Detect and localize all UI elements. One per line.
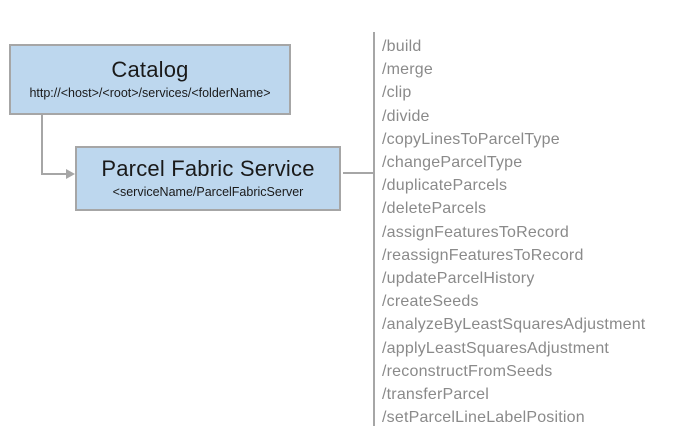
- endpoint-item: /divide: [382, 107, 430, 125]
- endpoint-item: /createSeeds: [382, 293, 479, 311]
- endpoint-list: /build/merge/clip/divide/copyLinesToParc…: [382, 35, 682, 429]
- endpoint-item: /reconstructFromSeeds: [382, 362, 553, 380]
- connector-catalog-horizontal: [41, 173, 68, 175]
- catalog-box: Catalog http://<host>/<root>/services/<f…: [9, 44, 291, 115]
- endpoint-item: /build: [382, 38, 422, 55]
- endpoint-item: /setParcelLineLabelPosition: [382, 409, 585, 427]
- endpoint-item: /deleteParcels: [382, 200, 487, 218]
- catalog-title: Catalog: [111, 57, 189, 82]
- service-title: Parcel Fabric Service: [101, 156, 315, 181]
- endpoint-item: /merge: [382, 61, 433, 79]
- arrow-right-icon: [66, 169, 75, 179]
- endpoint-item: /assignFeaturesToRecord: [382, 223, 569, 241]
- service-url: <serviceName/ParcelFabricServer: [112, 185, 304, 199]
- parcel-fabric-service-box: Parcel Fabric Service <serviceName/Parce…: [75, 146, 341, 211]
- endpoint-item: /clip: [382, 84, 412, 102]
- connector-catalog-vertical: [41, 115, 43, 175]
- endpoint-item: /duplicateParcels: [382, 177, 508, 195]
- endpoint-item: /changeParcelType: [382, 154, 523, 172]
- connector-service-to-endpoints: [343, 172, 373, 174]
- endpoint-item: /reassignFeaturesToRecord: [382, 246, 584, 264]
- endpoint-item: /updateParcelHistory: [382, 270, 535, 288]
- catalog-url: http://<host>/<root>/services/<folderNam…: [29, 86, 271, 100]
- endpoint-item: /applyLeastSquaresAdjustment: [382, 339, 610, 357]
- endpoint-list-rule: [373, 32, 375, 426]
- endpoint-item: /transferParcel: [382, 386, 490, 404]
- endpoint-item: /copyLinesToParcelType: [382, 130, 560, 148]
- endpoint-item: /analyzeByLeastSquaresAdjustment: [382, 316, 646, 334]
